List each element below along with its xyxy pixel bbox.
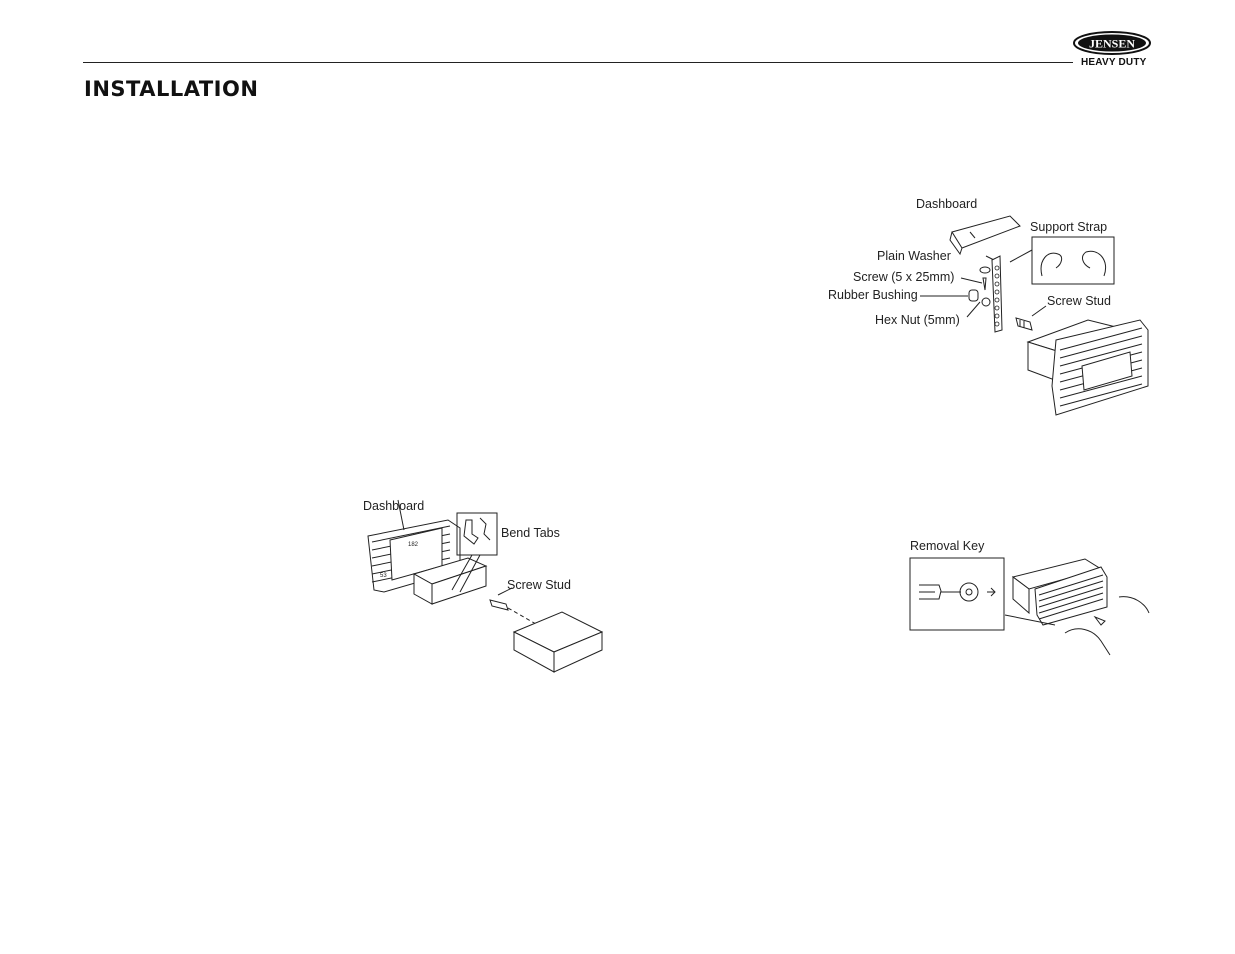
- dash-mount-diagram: 182 53: [367, 499, 604, 673]
- label-plain-washer: Plain Washer: [877, 249, 951, 263]
- label-support-strap: Support Strap: [1030, 220, 1108, 234]
- jensen-logo: JENSEN: [1073, 31, 1151, 55]
- page-title: INSTALLATION: [84, 77, 259, 101]
- label-rubber-bushing: Rubber Bushing: [828, 288, 918, 302]
- label-removal-key: Removal Key: [910, 539, 985, 553]
- rear-support-diagram: [920, 215, 1149, 416]
- label-dashboard-rear: Dashboard: [916, 197, 978, 211]
- header-rule: [83, 62, 1073, 63]
- label-hex-nut: Hex Nut (5mm): [875, 313, 960, 327]
- brand-name: JENSEN: [1089, 37, 1135, 51]
- dim-height-label: 53: [380, 573, 387, 579]
- label-screw: Screw (5 x 25mm): [853, 270, 955, 284]
- dim-width-label: 182: [408, 542, 419, 548]
- removal-diagram: [909, 557, 1150, 656]
- brand-subtitle: HEAVY DUTY: [1081, 57, 1147, 68]
- label-dashboard-front: Dashboard: [363, 499, 425, 513]
- label-screw-stud-front: Screw Stud: [507, 578, 571, 592]
- label-bend-tabs: Bend Tabs: [501, 526, 560, 540]
- label-screw-stud-rear: Screw Stud: [1047, 294, 1111, 308]
